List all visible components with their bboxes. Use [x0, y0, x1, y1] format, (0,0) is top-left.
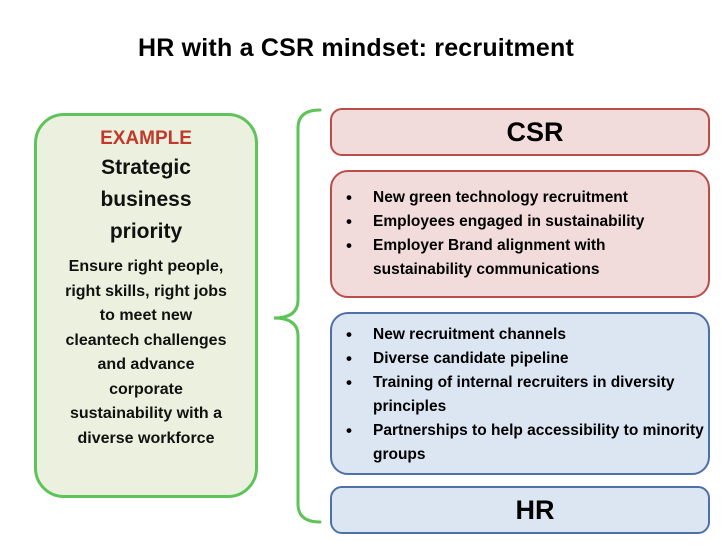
- goal-line: diverse workforce: [77, 429, 215, 447]
- csr-header: CSR: [330, 108, 710, 156]
- goal-line: right skills, right jobs: [65, 282, 227, 300]
- list-item: Employees engaged in sustainability: [342, 210, 708, 234]
- hr-list: New recruitment channels Diverse candida…: [332, 314, 708, 467]
- list-item: Employer Brand alignment with sustainabi…: [342, 234, 708, 282]
- example-label: EXAMPLE: [100, 128, 192, 149]
- priority-line: priority: [109, 220, 183, 243]
- csr-list-box: New green technology recruitment Employe…: [330, 170, 710, 298]
- list-item: New green technology recruitment: [342, 186, 708, 210]
- goal-line: Ensure right people,: [68, 258, 224, 275]
- list-item: New recruitment channels: [342, 323, 708, 347]
- hr-list-box: New recruitment channels Diverse candida…: [330, 312, 710, 475]
- list-item: Training of internal recruiters in diver…: [342, 371, 708, 419]
- goal-line: corporate: [109, 380, 183, 398]
- goal-statement: Ensure right people, right skills, right…: [37, 255, 255, 451]
- list-item: Partnerships to help accessibility to mi…: [342, 419, 708, 467]
- hr-label: HR: [515, 495, 555, 525]
- example-box: EXAMPLE Strategic business priority Ensu…: [34, 113, 258, 498]
- strategic-priority: Strategic business priority: [37, 152, 255, 248]
- slide-title: HR with a CSR mindset: recruitment: [137, 34, 575, 62]
- goal-line: sustainability with a: [69, 405, 223, 422]
- list-item: Diverse candidate pipeline: [342, 347, 708, 371]
- csr-label: CSR: [506, 117, 564, 147]
- goal-line: to meet new: [99, 307, 193, 324]
- hr-header: HR: [330, 486, 710, 534]
- goal-line: and advance: [97, 356, 195, 373]
- curly-brace: [273, 108, 322, 524]
- goal-line: cleantech challenges: [65, 331, 227, 349]
- priority-line: business: [100, 188, 192, 211]
- csr-list: New green technology recruitment Employe…: [332, 172, 708, 282]
- priority-line: Strategic: [101, 156, 191, 179]
